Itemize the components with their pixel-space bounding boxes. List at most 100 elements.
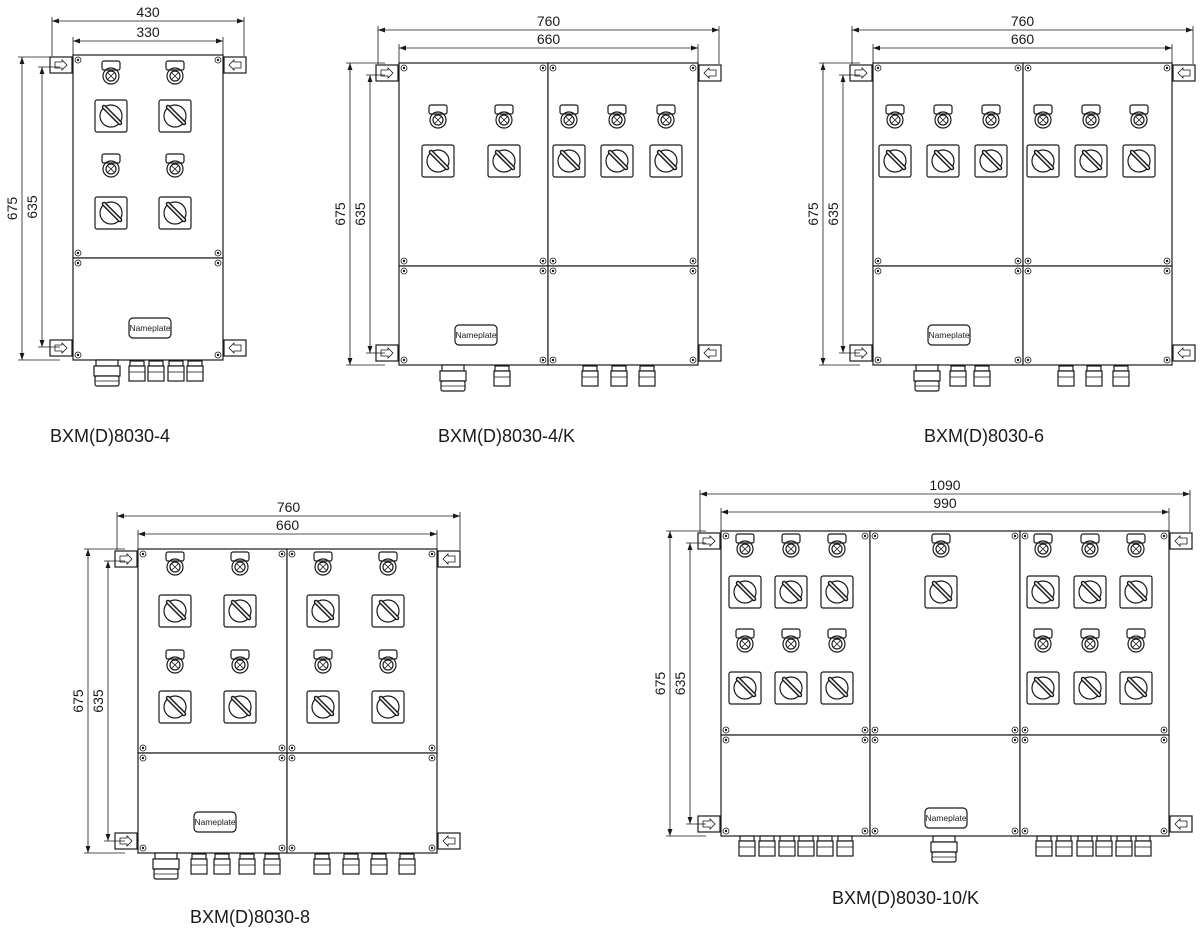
cover-bolt-icon <box>1014 356 1022 364</box>
cable-gland-icon <box>213 853 231 875</box>
cover-bolt-icon <box>400 257 408 265</box>
indicator-lamp-icon <box>885 104 905 129</box>
cover-bolt-icon <box>689 257 697 265</box>
rotary-switch-icon <box>94 196 128 230</box>
lower-panel <box>1019 734 1170 837</box>
cable-gland-icon <box>147 360 165 382</box>
cover-bolt-icon <box>874 64 882 72</box>
cover-bolt-icon <box>1011 726 1019 734</box>
indicator-lamp-icon <box>101 153 121 178</box>
lower-panel <box>872 265 1024 366</box>
cover-bolt-icon <box>1163 257 1171 265</box>
cover-bolt-icon <box>1024 64 1032 72</box>
rotary-switch-icon <box>1026 671 1060 705</box>
model-label: BXM(D)8030-8 <box>190 907 310 927</box>
cover-bolt-icon <box>278 550 286 558</box>
cover-bolt-icon <box>1163 356 1171 364</box>
cover-bolt-icon <box>214 56 222 64</box>
cover-bolt-icon <box>288 754 296 762</box>
indicator-lamp-icon <box>494 104 514 129</box>
cover-bolt-icon <box>1024 267 1032 275</box>
dim-overall-width-label: 430 <box>136 4 160 20</box>
rotary-switch-icon <box>924 575 958 609</box>
indicator-lamp-icon <box>1033 104 1053 129</box>
cable-gland-icon <box>186 360 204 382</box>
cable-gland-icon <box>263 853 281 875</box>
cover-bolt-icon <box>1021 736 1029 744</box>
indicator-lamp-icon <box>931 533 951 558</box>
mounting-ear-icon <box>49 339 73 357</box>
upper-panel <box>398 62 549 267</box>
cover-bolt-icon <box>1024 257 1032 265</box>
cable-gland-icon <box>238 853 256 875</box>
indicator-lamp-icon <box>827 533 847 558</box>
cable-gland-icon <box>816 835 834 857</box>
dim-mount-height-label: 635 <box>352 202 368 226</box>
dim-mount-height-label: 635 <box>90 689 106 713</box>
indicator-lamp-icon <box>607 104 627 129</box>
model-label: BXM(D)8030-6 <box>924 426 1044 446</box>
cable-gland-icon <box>738 835 756 857</box>
cover-bolt-icon <box>1014 257 1022 265</box>
dim-overall-height-label: 675 <box>652 672 668 696</box>
cover-bolt-icon <box>1014 64 1022 72</box>
rotary-switch-icon <box>820 671 854 705</box>
dim-overall-height-label: 675 <box>332 202 348 226</box>
indicator-lamp-icon <box>165 551 185 576</box>
rotary-switch-icon <box>1119 671 1153 705</box>
cover-bolt-icon <box>874 267 882 275</box>
mounting-ear-icon <box>223 339 247 357</box>
indicator-lamp-icon <box>933 104 953 129</box>
cover-bolt-icon <box>689 267 697 275</box>
cover-bolt-icon <box>139 754 147 762</box>
cover-bolt-icon <box>278 844 286 852</box>
indicator-lamp-icon <box>165 153 185 178</box>
rotary-switch-icon <box>728 671 762 705</box>
rotary-switch-icon <box>1073 671 1107 705</box>
dim-overall-height-label: 675 <box>4 197 20 221</box>
cover-bolt-icon <box>214 249 222 257</box>
dim-mount-width: 990 <box>720 495 1170 532</box>
cover-bolt-icon <box>689 356 697 364</box>
indicator-lamp-icon <box>1081 104 1101 129</box>
rotary-switch-icon <box>223 594 257 628</box>
cover-bolt-icon <box>74 56 82 64</box>
upper-panel <box>869 530 1021 736</box>
cable-gland-icon <box>638 365 656 387</box>
cover-bolt-icon <box>1021 827 1029 835</box>
cover-bolt-icon <box>400 267 408 275</box>
mounting-ear-icon <box>698 64 722 82</box>
rotary-switch-icon <box>223 690 257 724</box>
cable-gland-icon <box>581 365 599 387</box>
mounting-ear-icon <box>375 344 399 362</box>
dim-overall-width: 760 <box>116 499 461 550</box>
rotary-switch-icon <box>371 594 405 628</box>
cover-bolt-icon <box>861 827 869 835</box>
dim-mount-height-label: 635 <box>24 195 40 219</box>
cable-gland-icon <box>167 360 185 382</box>
dim-overall-height-label: 675 <box>70 689 86 713</box>
lower-panel <box>72 257 224 361</box>
dim-mount-width: 660 <box>872 31 1173 64</box>
mounting-ear-icon <box>1169 815 1193 833</box>
dim-overall-width-label: 1090 <box>929 477 960 493</box>
cover-bolt-icon <box>1160 827 1168 835</box>
cover-bolt-icon <box>74 249 82 257</box>
cover-bolt-icon <box>214 259 222 267</box>
dim-overall-height-label: 675 <box>805 202 821 226</box>
nameplate-label: Nameplate <box>928 330 969 340</box>
rotary-switch-icon <box>1073 575 1107 609</box>
dim-overall-width-label: 760 <box>537 13 561 29</box>
dim-mount-height: 635 <box>825 74 860 354</box>
cover-bolt-icon <box>861 736 869 744</box>
rotary-switch-icon <box>649 144 683 178</box>
cover-bolt-icon <box>549 257 557 265</box>
cover-bolt-icon <box>539 257 547 265</box>
cover-bolt-icon <box>288 550 296 558</box>
mounting-ear-icon <box>1172 344 1196 362</box>
rotary-switch-icon <box>820 575 854 609</box>
cable-gland-icon <box>128 360 146 382</box>
